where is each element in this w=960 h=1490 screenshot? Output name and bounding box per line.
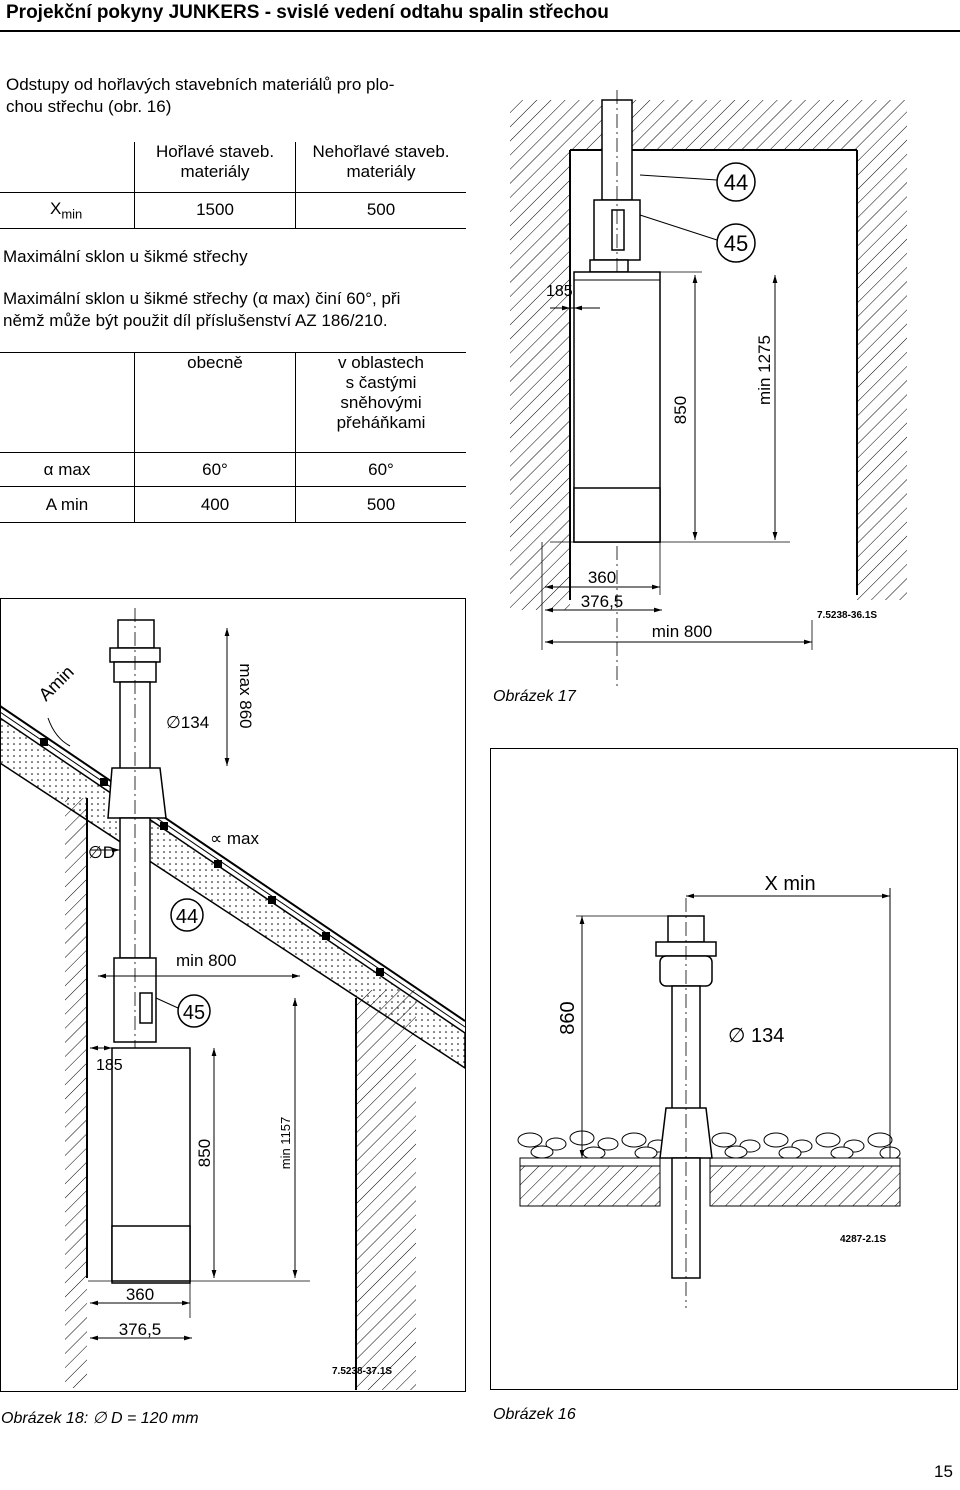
svg-text:45: 45 xyxy=(183,1002,205,1024)
amin-snow: 500 xyxy=(295,486,466,523)
label-amin: Amin xyxy=(35,662,78,705)
dim-185: 185 xyxy=(546,283,573,300)
label-min800: min 800 xyxy=(176,951,236,970)
dim-360: 360 xyxy=(126,1285,154,1304)
intro-text: Odstupy od hořlavých stavebních materiál… xyxy=(6,74,394,118)
wall-hatching xyxy=(65,798,87,1388)
header-noncombustible: Nehořlavé staveb.materiály xyxy=(295,142,466,193)
slope-heading: Maximální sklon u šikmé střechy xyxy=(3,247,248,266)
dim-376-5: 376,5 xyxy=(581,592,624,611)
row-label-alpha: α max xyxy=(0,452,135,487)
callout-44 xyxy=(716,162,756,202)
caption-17: Obrázek 17 xyxy=(493,688,576,705)
figure-16-frame xyxy=(490,748,958,1390)
figure-16: X min 860 ∅ 134 4287-2.1S xyxy=(517,873,901,1308)
page-title: Projekční pokyny JUNKERS - svislé vedení… xyxy=(6,2,609,23)
label-dD: ∅D xyxy=(88,843,115,862)
value-noncombustible: 500 xyxy=(295,191,466,229)
dim-360: 360 xyxy=(588,568,616,587)
dim-860: 860 xyxy=(557,1001,579,1034)
svg-text:45: 45 xyxy=(724,231,748,256)
callout-44 xyxy=(170,898,204,932)
dim-d134: ∅134 xyxy=(166,713,209,732)
caption-18: Obrázek 18: ∅ D = 120 mm xyxy=(1,1410,199,1427)
wall-hatching xyxy=(510,100,570,610)
intro-line-2: chou střechu (obr. 16) xyxy=(6,97,172,116)
callout-45 xyxy=(177,994,211,1028)
caption-16: Obrázek 16 xyxy=(493,1406,576,1423)
ref-16: 4287-2.1S xyxy=(840,1234,886,1245)
dim-max860: max 860 xyxy=(236,663,255,728)
dim-min1275: min 1275 xyxy=(755,335,774,405)
page-number: 15 xyxy=(934,1462,953,1481)
row-label-xmin: Xmin xyxy=(0,191,135,229)
alpha-snow: 60° xyxy=(295,452,466,487)
figure-18-frame xyxy=(0,598,466,1392)
slope-text: Maximální sklon u šikmé střechy (α max) … xyxy=(3,289,401,330)
title-rule xyxy=(0,30,960,32)
ref-18: 7.5238-37.1S xyxy=(332,1366,392,1377)
gravel-layer xyxy=(517,1130,901,1160)
row-label-amin: A min xyxy=(0,486,135,523)
dim-min1157: min 1157 xyxy=(278,1117,293,1170)
intro-line-1: Odstupy od hořlavých stavebních materiál… xyxy=(6,75,395,94)
amin-general: 400 xyxy=(134,486,296,523)
label-alpha-max: ∝ max xyxy=(210,829,259,848)
value-combustible: 1500 xyxy=(134,191,296,229)
dim-d134: ∅ 134 xyxy=(728,1025,784,1047)
ceiling-hatching xyxy=(632,100,857,150)
roof-slab xyxy=(519,1165,661,1207)
svg-text:44: 44 xyxy=(724,170,748,195)
dim-185: 185 xyxy=(96,1057,123,1074)
dim-376-5: 376,5 xyxy=(119,1320,162,1339)
distance-table: Hořlavé staveb.materiály Nehořlavé stave… xyxy=(0,142,466,229)
callout-45 xyxy=(716,223,756,263)
flue-terminal xyxy=(117,619,155,649)
header-general: obecně xyxy=(134,352,296,453)
figure-17: 44 45 185 850 min 1275 360 376,5 min 800… xyxy=(510,90,907,690)
dim-min800: min 800 xyxy=(652,622,712,641)
header-combustible: Hořlavé staveb.materiály xyxy=(134,142,296,193)
dim-850: 850 xyxy=(195,1139,214,1167)
dim-850: 850 xyxy=(671,396,690,424)
ref-17: 7.5238-36.1S xyxy=(817,610,877,621)
flue-pipe xyxy=(119,817,151,959)
roof-surface xyxy=(0,705,466,1022)
alpha-general: 60° xyxy=(134,452,296,487)
svg-text:44: 44 xyxy=(176,906,198,928)
label-xmin: X min xyxy=(764,873,815,895)
figure-18: max 860 ∅134 Amin ∝ max ∅D 44 min 800 45… xyxy=(0,608,466,1390)
